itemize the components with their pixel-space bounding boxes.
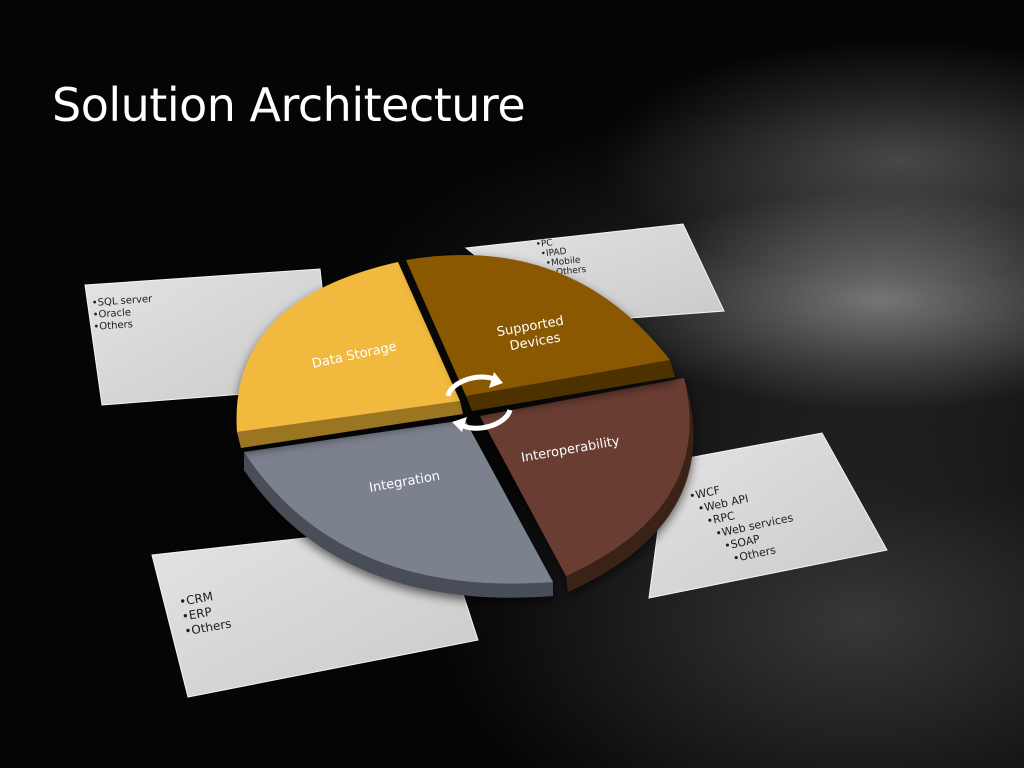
card-item: •SQL server xyxy=(91,294,153,309)
card-item: •ERP xyxy=(181,605,213,624)
segment-fill xyxy=(244,420,553,584)
card-item: •PC xyxy=(535,238,553,250)
pie-segment-supported-devices xyxy=(406,254,675,411)
card-interoperability: •WCF •Web API •RPC •Web services •SOAP •… xyxy=(648,432,888,599)
card-item: •Mobile xyxy=(545,255,581,269)
segment-fill xyxy=(406,254,670,396)
svg-text:•WCF •Web API •RPC: •WCF •Web API •RPC •Web services •SOAP •… xyxy=(688,469,804,571)
pie-segment-interoperability xyxy=(480,378,694,592)
segment-fill xyxy=(236,262,460,432)
segment-fill xyxy=(480,378,690,576)
card-item: •RPC xyxy=(705,509,736,528)
pie-segment-integration xyxy=(244,420,553,598)
pie-segment-data-storage xyxy=(236,262,463,448)
card-item: •IPAD xyxy=(540,247,567,260)
card-item: •WCF xyxy=(688,484,721,503)
card-item: •CRM xyxy=(178,589,214,609)
slide-title: Solution Architecture xyxy=(52,78,526,132)
card-item: •Oracle xyxy=(92,307,131,321)
refresh-cycle-icon xyxy=(445,372,513,432)
card-item: •Others xyxy=(93,319,133,333)
svg-text:•SQL server •Oracle: •SQL server •Oracle •Others xyxy=(91,294,157,333)
